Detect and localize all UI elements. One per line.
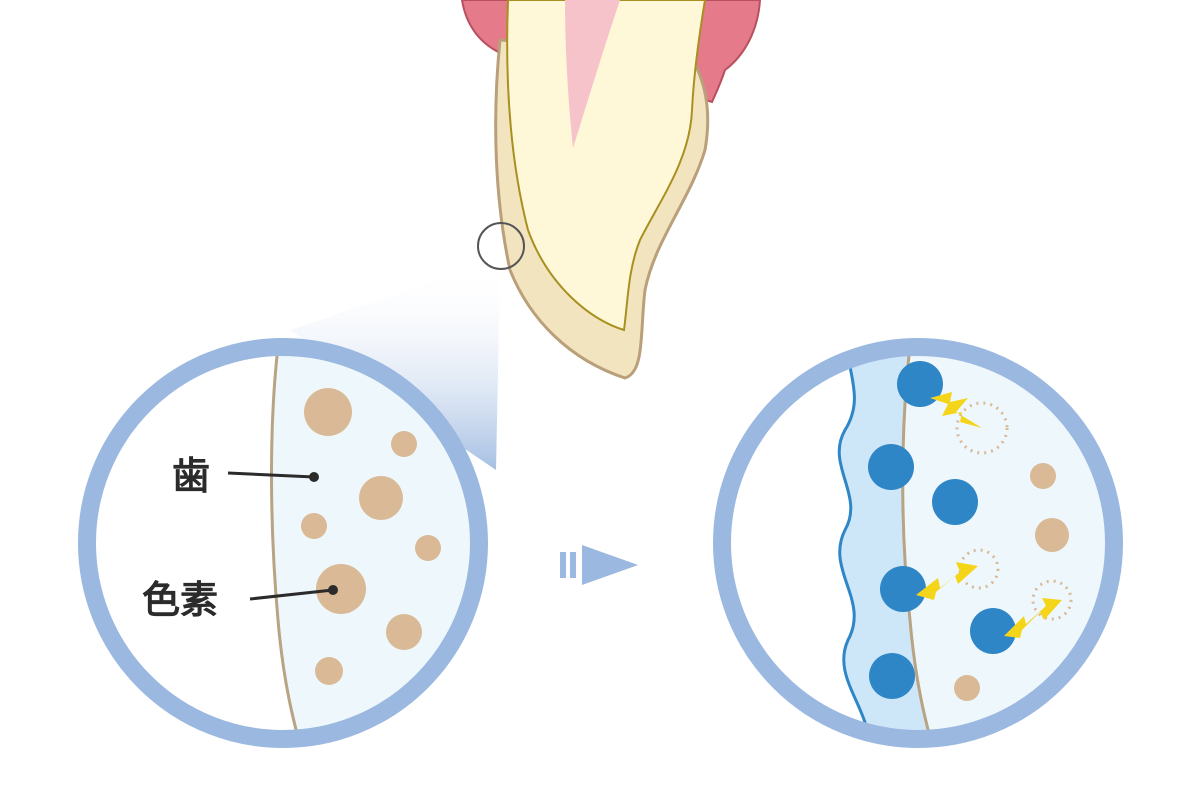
active-particles	[868, 361, 1016, 699]
pigment-particle	[391, 431, 417, 457]
active-particle	[868, 444, 914, 490]
lightning-icon	[1004, 598, 1062, 638]
active-particle	[869, 653, 915, 699]
pigment-particle	[1035, 518, 1069, 552]
right-lens-ring	[713, 338, 1123, 748]
decomposed-pigments	[955, 401, 1073, 621]
pigment-particle	[415, 535, 441, 561]
tooth-callout-dot	[309, 472, 319, 482]
pigment-particles	[301, 388, 441, 685]
pigment-particle	[1030, 463, 1056, 489]
pigment-particle	[304, 388, 352, 436]
pigment-particle	[301, 513, 327, 539]
tooth-surface-line	[270, 347, 306, 739]
pigment-particle	[316, 564, 366, 614]
pigment-particle	[386, 614, 422, 650]
right-lens	[713, 338, 1123, 748]
bleach-gel-layer	[839, 347, 936, 739]
pigment-callout-dot	[328, 585, 338, 595]
bleach-gel-edge	[837, 347, 872, 739]
magnifier-circle	[477, 222, 525, 270]
left-lens-ring	[78, 338, 488, 748]
tooth-label: 歯	[172, 454, 210, 498]
active-particle	[932, 479, 978, 525]
tooth-callout-line	[227, 471, 315, 479]
decomposed-pigment	[955, 401, 1009, 455]
active-particle	[970, 608, 1016, 654]
tooth-dentin	[506, 0, 707, 332]
pigment-particle	[359, 476, 403, 520]
active-particle	[897, 361, 943, 407]
arrow-right-icon	[560, 545, 638, 585]
pigment-particles	[954, 463, 1069, 701]
left-lens: 歯 色素	[78, 338, 488, 748]
pigment-callout-line	[249, 588, 334, 601]
pigment-particle	[954, 675, 980, 701]
lightning-icons	[916, 392, 1062, 638]
pigment-label: 色素	[142, 578, 218, 622]
pigment-particle	[315, 657, 343, 685]
decomposed-pigment	[958, 548, 1000, 590]
lightning-icon	[916, 562, 978, 600]
tooth-illustration	[460, 0, 762, 380]
decomposed-pigment	[1031, 579, 1073, 621]
lightning-icon	[930, 392, 982, 428]
tooth-pulp	[565, 0, 620, 148]
active-particle	[880, 566, 926, 612]
magnifier-cone	[290, 265, 500, 470]
